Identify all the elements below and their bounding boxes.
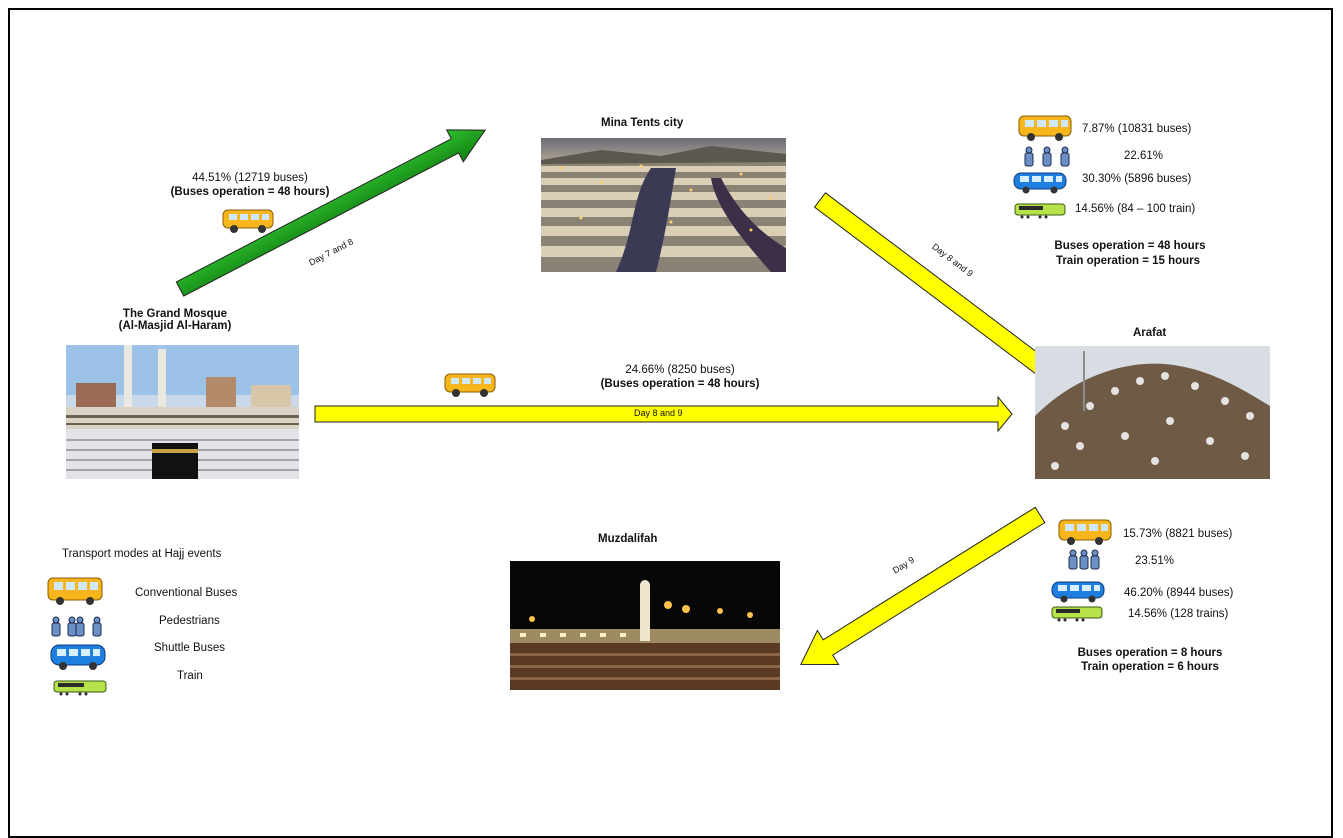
arrow-mosque-to-mina <box>175 129 487 297</box>
conventional-bus-icon <box>221 208 275 234</box>
location-title-muzdalifah: Muzdalifah <box>598 533 658 545</box>
arafat-route-operation: (Buses operation = 48 hours) <box>600 378 760 390</box>
arafat-muzdalifah-buses-operation: Buses operation = 8 hours <box>1077 647 1223 659</box>
arrow-mosque-to-arafat <box>314 395 1013 433</box>
arrow-label-mosque-to-arafat: Day 8 and 9 <box>634 408 683 418</box>
grand-mosque-photo <box>66 345 299 479</box>
grand-mosque-title-line1: The Grand Mosque <box>122 308 228 320</box>
pedestrians-icon <box>50 616 106 638</box>
legend-title: Transport modes at Hajj events <box>62 548 222 560</box>
shuttle-bus-icon <box>49 643 107 671</box>
location-title-mina: Mina Tents city <box>601 117 684 129</box>
conventional-bus-icon <box>1017 114 1073 142</box>
location-title-arafat: Arafat <box>1133 327 1167 339</box>
shuttle-bus-icon <box>1050 580 1106 604</box>
arrow-arafat-to-muzdalifah <box>800 506 1046 665</box>
mina-route-operation: (Buses operation = 48 hours) <box>170 186 330 198</box>
arafat-muzdalifah-train-operation: Train operation = 6 hours <box>1081 661 1219 673</box>
legend-item-train: Train <box>177 670 203 682</box>
muzdalifah-photo <box>510 561 780 690</box>
arafat-muzdalifah-conventional-stat: 15.73% (8821 buses) <box>1123 528 1233 540</box>
pedestrians-icon <box>1022 146 1076 168</box>
arafat-muzdalifah-shuttle-stat: 46.20% (8944 buses) <box>1124 587 1234 599</box>
shuttle-bus-icon <box>1012 171 1068 195</box>
arafat-photo <box>1035 346 1270 479</box>
legend-item-pedestrians: Pedestrians <box>159 615 220 627</box>
mina-arafat-shuttle-stat: 30.30% (5896 buses) <box>1082 173 1192 185</box>
grand-mosque-title-line2: (Al-Masjid Al-Haram) <box>118 320 232 332</box>
train-icon <box>1013 202 1067 220</box>
arafat-muzdalifah-train-stat: 14.56% (128 trains) <box>1128 608 1229 620</box>
location-title-grand-mosque: The Grand Mosque (Al-Masjid Al-Haram) <box>110 308 240 332</box>
mina-arafat-train-stat: 14.56% (84 – 100 train) <box>1075 203 1196 215</box>
mina-arafat-conventional-stat: 7.87% (10831 buses) <box>1082 123 1192 135</box>
arafat-route-percent: 24.66% (8250 buses) <box>625 364 735 376</box>
train-icon <box>1050 605 1104 623</box>
train-icon <box>52 679 108 697</box>
legend-item-conventional-buses: Conventional Buses <box>135 587 238 599</box>
mina-arafat-pedestrians-stat: 22.61% <box>1124 150 1164 162</box>
legend-item-shuttle-buses: Shuttle Buses <box>154 642 225 654</box>
mina-arafat-train-operation: Train operation = 15 hours <box>1055 255 1201 267</box>
conventional-bus-icon <box>443 372 497 398</box>
mina-tents-photo <box>541 138 786 272</box>
conventional-bus-icon <box>46 576 104 606</box>
arafat-muzdalifah-pedestrians-stat: 23.51% <box>1135 555 1175 567</box>
conventional-bus-icon <box>1057 518 1113 546</box>
mina-route-percent: 44.51% (12719 buses) <box>192 172 308 184</box>
pedestrians-icon <box>1068 549 1102 571</box>
mina-arafat-buses-operation: Buses operation = 48 hours <box>1054 240 1206 252</box>
